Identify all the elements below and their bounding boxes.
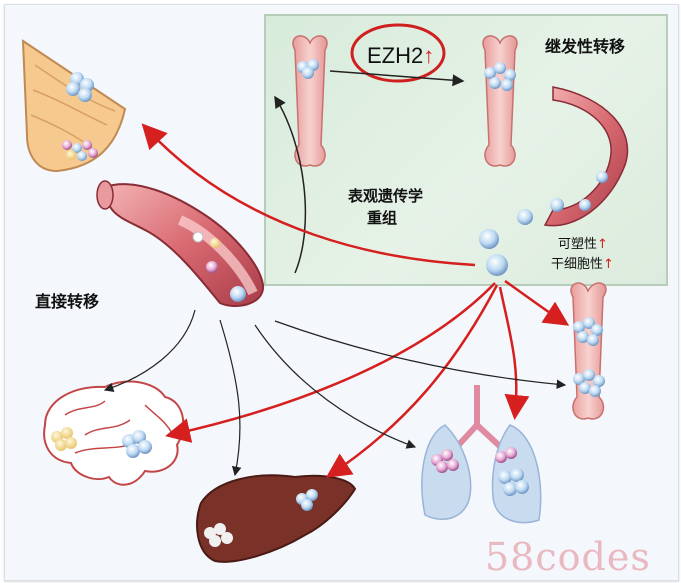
epigenetic-label-line2: 重组 bbox=[367, 209, 398, 227]
breast-icon bbox=[21, 39, 127, 173]
blood-vessel-icon bbox=[543, 86, 629, 227]
diagram-canvas bbox=[21, 23, 629, 563]
ezh2-text: EZH2 bbox=[367, 43, 424, 68]
direct-metastasis-label: 直接转移 bbox=[35, 292, 100, 311]
epigenetic-label: 表观遗传学 bbox=[348, 187, 424, 205]
bone-icon bbox=[570, 282, 607, 420]
tumor-cell bbox=[486, 254, 508, 276]
stemness-text: 干细胞性 bbox=[551, 257, 604, 272]
up-arrow-icon: ↑ bbox=[597, 237, 608, 252]
plasticity-label: 可塑性↑ bbox=[558, 233, 608, 252]
watermark: 58codes bbox=[485, 535, 651, 579]
plasticity-text: 可塑性 bbox=[558, 237, 598, 252]
lung-icon bbox=[421, 385, 542, 524]
bone-icon bbox=[292, 35, 328, 167]
ezh2-label: EZH2↑ bbox=[367, 43, 434, 69]
tumor-cell-cluster-icon bbox=[66, 72, 94, 102]
tumor-cell-cluster-icon bbox=[62, 140, 98, 161]
diagram-frame: EZH2↑ 继发性转移 表观遗传学 重组 直接转移 可塑性↑ 干细胞性↑ 58c… bbox=[4, 4, 679, 581]
up-arrow-icon: ↑ bbox=[603, 257, 614, 272]
liver-icon bbox=[196, 474, 357, 563]
up-arrow-icon: ↑ bbox=[423, 43, 435, 68]
stemness-label: 干细胞性↑ bbox=[551, 253, 614, 272]
brain-icon bbox=[43, 380, 185, 486]
ezh2-highlight-circle bbox=[350, 23, 446, 83]
bone-icon bbox=[482, 35, 518, 167]
tumor-cell bbox=[479, 229, 499, 249]
secondary-metastasis-label: 继发性转移 bbox=[545, 37, 626, 56]
blood-vessel-icon bbox=[96, 180, 265, 307]
tumor-cell bbox=[517, 209, 533, 225]
